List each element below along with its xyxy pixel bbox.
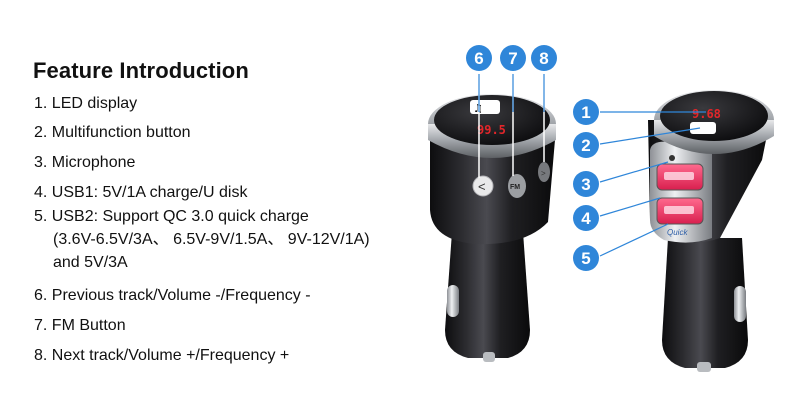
next-button[interactable]: >: [538, 162, 550, 182]
frequency-readout: 99.5: [477, 123, 506, 137]
fm-label: FM: [510, 184, 520, 191]
quick-charge-label: Quick: [667, 228, 688, 237]
svg-text:4: 4: [581, 209, 591, 228]
side-spring-contact: [734, 286, 746, 322]
prev-button[interactable]: <: [472, 175, 494, 197]
svg-text:6: 6: [474, 49, 483, 68]
svg-text:1: 1: [581, 103, 590, 122]
music-note-icon: ♫: [473, 102, 483, 115]
callout-badge-6: 6: [466, 45, 492, 71]
callout-badge-2: 2: [573, 132, 599, 158]
svg-text:3: 3: [581, 175, 590, 194]
chevron-right-icon: >: [541, 169, 546, 178]
svg-text:2: 2: [581, 136, 590, 155]
led-display: 9.68: [690, 107, 721, 134]
feature-item: 5. USB2: Support QC 3.0 quick charge: [34, 208, 309, 225]
side-spring-contact: [447, 285, 459, 317]
led-display: ♫ 99.5: [470, 100, 506, 137]
callout-badge-4: 4: [573, 205, 599, 231]
feature-item-continuation: (3.6V-6.5V/3A、 6.5V-9V/1.5A、 9V-12V/1A): [53, 231, 370, 248]
svg-text:5: 5: [581, 249, 590, 268]
svg-text:8: 8: [539, 49, 548, 68]
feature-item: 8. Next track/Volume +/Frequency +: [34, 347, 290, 364]
phone-icon: [470, 100, 500, 114]
feature-item: 6. Previous track/Volume -/Frequency -: [34, 287, 311, 304]
fm-button[interactable]: FM: [508, 174, 526, 198]
car-charger-usb-view: 9.68 Quick 1 2 3: [573, 90, 774, 372]
svg-text:7: 7: [508, 49, 517, 68]
callout-badge-3: 3: [573, 171, 599, 197]
feature-item: 1. LED display: [34, 95, 138, 112]
phone-icon: [690, 122, 716, 134]
plug-tip: [483, 352, 495, 362]
usb2-port[interactable]: [656, 197, 704, 225]
feature-item: 3. Microphone: [34, 154, 136, 171]
usb1-port[interactable]: [656, 163, 704, 191]
plug-tip: [697, 362, 711, 372]
callout-badge-5: 5: [573, 245, 599, 271]
microphone-hole: [669, 155, 675, 161]
page-title: Feature Introduction: [33, 58, 249, 83]
callout-badge-1: 1: [573, 99, 599, 125]
car-charger-front-view: ♫ 99.5 < FM > 6 7: [428, 45, 557, 362]
feature-item: 2. Multifunction button: [34, 124, 191, 141]
voltage-readout: 9.68: [692, 107, 721, 121]
feature-item: 7. FM Button: [34, 317, 126, 334]
callout-badge-8: 8: [531, 45, 557, 71]
callout-badge-7: 7: [500, 45, 526, 71]
feature-item-continuation: and 5V/3A: [53, 254, 128, 271]
chevron-left-icon: <: [478, 179, 486, 194]
feature-item: 4. USB1: 5V/1A charge/U disk: [34, 184, 248, 201]
